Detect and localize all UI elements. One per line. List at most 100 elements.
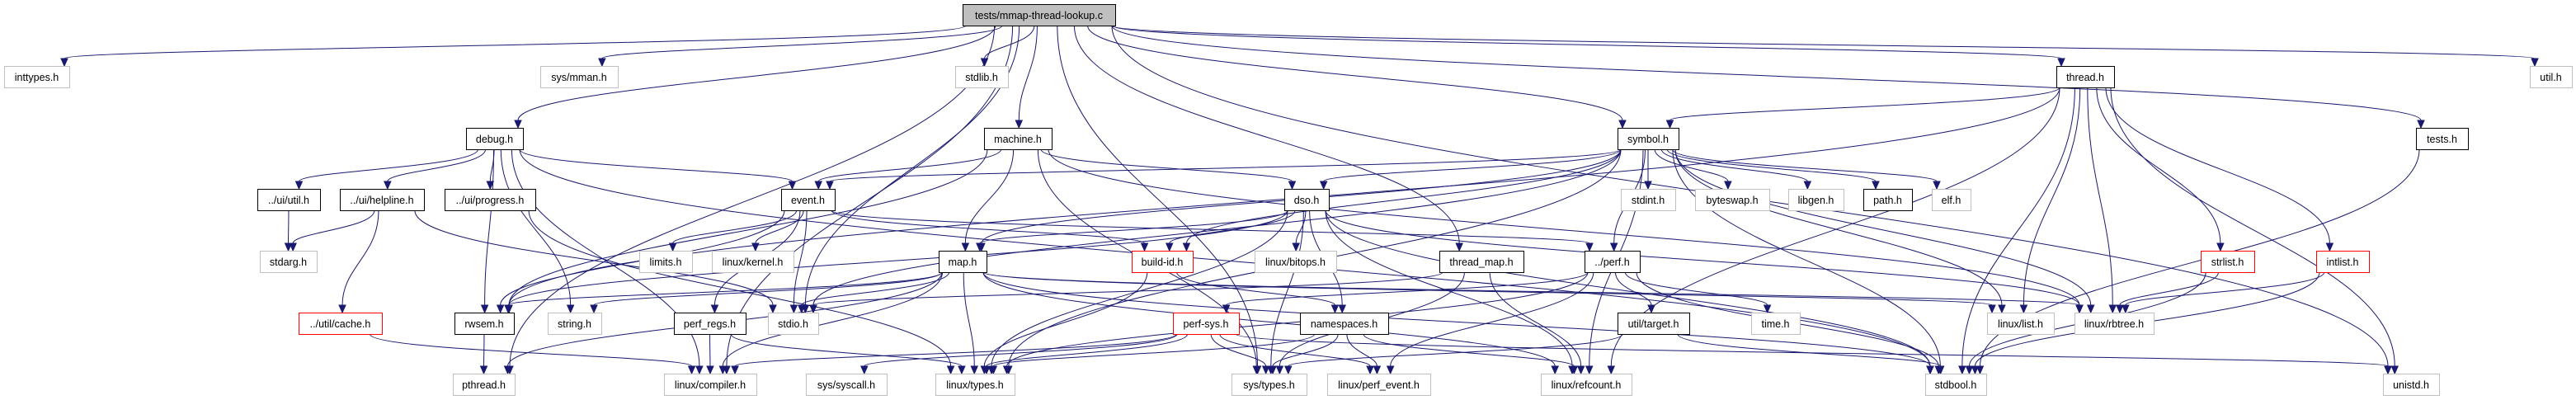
include-node-perf-regs[interactable]: perf_regs.h (674, 313, 746, 335)
arrowhead-icon (2390, 365, 2399, 375)
include-node-thread[interactable]: thread.h (2056, 66, 2115, 88)
include-node-machine[interactable]: machine.h (984, 128, 1053, 150)
node-box (1439, 251, 1524, 273)
edge-debug-to-string (500, 148, 572, 306)
root-file-node[interactable]: tests/mmap-thread-lookup.c (963, 4, 1116, 26)
edge-symbol-to-build_id (1185, 148, 1622, 244)
edge-namespaces-to-linux_refcount (1363, 333, 1575, 367)
arrowhead-icon (2019, 304, 2028, 314)
include-node-libgen: libgen.h (1788, 189, 1844, 211)
node-box (4, 66, 70, 88)
include-node-thread-map[interactable]: thread_map.h (1439, 251, 1524, 273)
arrowhead-icon (946, 365, 955, 375)
edge-dso-to-build_id (1169, 209, 1296, 244)
include-node-sys-syscall: sys/syscall.h (806, 374, 888, 396)
node-label: util.h (2540, 72, 2561, 83)
arrowhead-icon (1936, 365, 1945, 375)
node-label: inttypes.h (15, 72, 59, 83)
edge-intlist-to-linux_rbtree (2125, 271, 2325, 306)
edge-perf_regs-to-linux_types (730, 333, 963, 367)
edge-dso-to-linux_bitops (1295, 209, 1307, 244)
include-node-perf[interactable]: ../perf.h (1585, 251, 1641, 273)
edge-namespaces-to-linux_perf_event (1346, 333, 1377, 367)
arrowhead-icon (1261, 365, 1270, 375)
include-node-ui-progress[interactable]: ../ui/progress.h (445, 189, 536, 211)
edge-map-to-linux_rbtree (982, 271, 2080, 306)
node-box (548, 313, 602, 335)
include-node-tests[interactable]: tests.h (2416, 128, 2469, 150)
arrowhead-icon (1576, 365, 1585, 375)
edge-build_id-to-namespaces (1176, 271, 1335, 306)
node-box (453, 374, 516, 396)
arrowhead-icon (2086, 304, 2095, 314)
include-node-debug[interactable]: debug.h (466, 128, 524, 150)
edge-thread-to-unistd (2110, 87, 2395, 367)
include-node-symbol[interactable]: symbol.h (1618, 128, 1679, 150)
arrowhead-icon (1872, 181, 1880, 191)
include-node-namespaces[interactable]: namespaces.h (1300, 313, 1389, 335)
node-box (540, 66, 619, 88)
include-node-intlist[interactable]: intlist.h (2316, 251, 2370, 273)
node-label: dso.h (1294, 195, 1320, 206)
edge-dso-to-rwsem (508, 209, 1288, 306)
include-node-path[interactable]: path.h (1863, 189, 1913, 211)
edge-event-to-stdio (793, 209, 808, 306)
arrowhead-icon (809, 304, 817, 314)
include-node-map[interactable]: map.h (939, 251, 987, 273)
include-node-rwsem[interactable]: rwsem.h (454, 313, 515, 335)
edge-root-to-stdlib (983, 25, 1035, 59)
arrowhead-icon (668, 242, 677, 252)
include-node-dso[interactable]: dso.h (1284, 189, 1330, 211)
edge-perf_sys-to-sys_syscall (864, 333, 1178, 367)
edge-root-to-util (1111, 25, 2536, 59)
include-node-util-target[interactable]: util/target.h (1618, 313, 1690, 335)
edge-ui_helpline-to-stdarg (292, 209, 375, 244)
node-box (1932, 189, 1971, 211)
arrowhead-icon (958, 365, 966, 375)
edge-perf_sys-to-sys_types (1210, 333, 1267, 367)
node-box (260, 251, 318, 273)
node-label: sys/syscall.h (817, 379, 875, 391)
include-node-ui-util[interactable]: ../ui/util.h (257, 189, 321, 211)
arrowhead-icon (687, 365, 696, 375)
edge-symbol-to-linux_rbtree (1674, 148, 2092, 306)
include-node-linux-list: linux/list.h (1987, 313, 2055, 335)
node-box (1618, 128, 1679, 150)
include-node-stdarg: stdarg.h (260, 251, 318, 273)
arrowhead-icon (284, 242, 293, 252)
include-node-perf-sys[interactable]: perf-sys.h (1173, 313, 1240, 335)
node-label: machine.h (994, 134, 1042, 145)
node-label: stdint.h (1632, 195, 1665, 206)
arrowhead-icon (1724, 181, 1732, 191)
node-label: linux/rbtree.h (2084, 318, 2144, 330)
edges-layer (60, 25, 2539, 375)
include-node-util-cache[interactable]: ../util/cache.h (299, 313, 383, 335)
edge-dso-to-linux_rbtree (1325, 209, 2080, 306)
node-box (445, 189, 536, 211)
arrowhead-icon (479, 365, 488, 375)
arrowhead-icon (1965, 365, 1974, 375)
edge-strlist-to-linux_rbtree (2119, 271, 2219, 306)
arrowhead-icon (814, 181, 822, 191)
arrowhead-icon (1933, 181, 1941, 191)
arrowhead-icon (1386, 365, 1395, 375)
arrowhead-icon (2325, 242, 2334, 252)
node-box (1618, 313, 1690, 335)
include-node-ui-helpline[interactable]: ../ui/helpline.h (340, 189, 425, 211)
include-node-strlist[interactable]: strlist.h (2201, 251, 2255, 273)
arrowhead-icon (1252, 365, 1261, 375)
arrowhead-icon (2057, 58, 2065, 68)
include-node-build-id[interactable]: build-id.h (1132, 251, 1194, 273)
include-node-stdbool: stdbool.h (1925, 374, 1987, 396)
edge-thread-to-intlist (2105, 87, 2330, 244)
include-node-pthread: pthread.h (453, 374, 516, 396)
include-node-linux-refcount: linux/refcount.h (1541, 374, 1632, 396)
arrowhead-icon (976, 242, 984, 252)
include-node-linux-bitops: linux/bitops.h (1255, 251, 1337, 273)
node-box (1925, 374, 1987, 396)
include-node-event[interactable]: event.h (781, 189, 836, 211)
arrowhead-icon (2116, 304, 2124, 314)
node-box (299, 313, 383, 335)
arrowhead-icon (970, 365, 979, 375)
arrowhead-icon (1330, 304, 1340, 314)
